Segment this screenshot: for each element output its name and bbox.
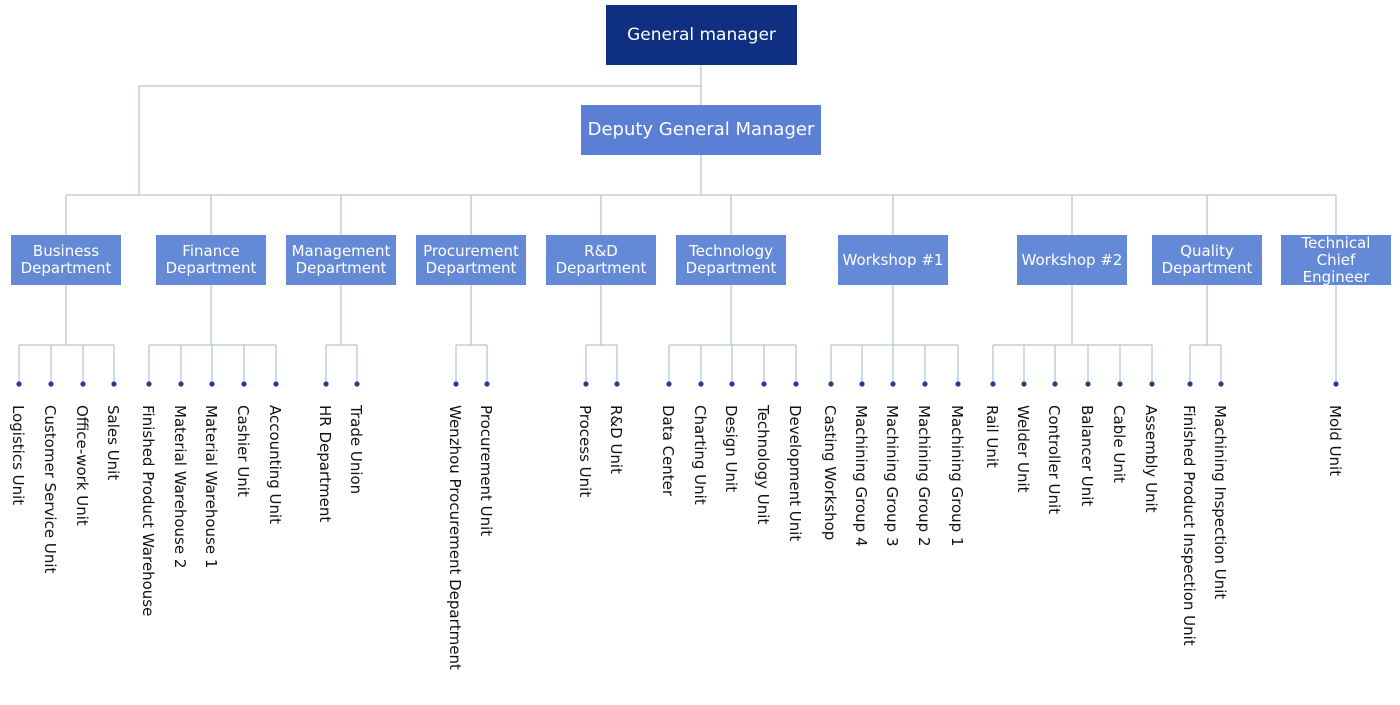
department-box-technology-department: Technology Department xyxy=(676,235,786,285)
unit-label: Rail Unit xyxy=(983,405,1001,468)
unit-dot xyxy=(146,381,152,387)
unit-dot xyxy=(1333,381,1339,387)
unit-dot xyxy=(698,381,704,387)
unit-label: Finished Product Warehouse xyxy=(139,405,157,617)
unit-dot xyxy=(1021,381,1027,387)
unit-dot xyxy=(922,381,928,387)
deputy-general-manager-box: Deputy General Manager xyxy=(581,105,821,155)
department-box-workshop-1: Workshop #1 xyxy=(838,235,948,285)
unit-dot xyxy=(828,381,834,387)
unit-label: Material Warehouse 1 xyxy=(202,405,220,569)
unit-dot xyxy=(1117,381,1123,387)
department-box-finance-department: Finance Department xyxy=(156,235,266,285)
unit-label: R&D Unit xyxy=(607,405,625,474)
department-box-quality-department: Quality Department xyxy=(1152,235,1262,285)
unit-dot xyxy=(583,381,589,387)
unit-label: Casting Workshop xyxy=(821,405,839,541)
unit-dot xyxy=(178,381,184,387)
unit-label: HR Department xyxy=(316,405,334,523)
unit-dot xyxy=(16,381,22,387)
unit-dot xyxy=(484,381,490,387)
unit-dot xyxy=(890,381,896,387)
unit-label: Wenzhou Procurement Department xyxy=(446,405,464,670)
unit-dot xyxy=(273,381,279,387)
unit-label: Machining Group 2 xyxy=(915,405,933,547)
unit-label: Machining Inspection Unit xyxy=(1211,405,1229,600)
unit-label: Data Center xyxy=(659,405,677,497)
unit-label: Accounting Unit xyxy=(266,405,284,525)
unit-label: Mold Unit xyxy=(1326,405,1344,477)
unit-label: Procurement Unit xyxy=(477,405,495,537)
unit-label: Logistics Unit xyxy=(9,405,27,506)
department-box-management-department: Management Department xyxy=(286,235,396,285)
unit-label: Office-work Unit xyxy=(73,405,91,526)
unit-dot xyxy=(859,381,865,387)
unit-label: Machining Group 4 xyxy=(852,405,870,547)
unit-label: Assembly Unit xyxy=(1142,405,1160,513)
unit-dot xyxy=(1052,381,1058,387)
unit-dot xyxy=(1187,381,1193,387)
department-box-workshop-2: Workshop #2 xyxy=(1017,235,1127,285)
unit-dot xyxy=(793,381,799,387)
unit-label: Development Unit xyxy=(786,405,804,542)
unit-label: Customer Service Unit xyxy=(41,405,59,574)
department-box-procurement-department: Procurement Department xyxy=(416,235,526,285)
unit-dot xyxy=(241,381,247,387)
unit-dot xyxy=(209,381,215,387)
unit-dot xyxy=(48,381,54,387)
unit-label: Material Warehouse 2 xyxy=(171,405,189,569)
unit-dot xyxy=(729,381,735,387)
unit-dot xyxy=(453,381,459,387)
unit-label: Controller Unit xyxy=(1045,405,1063,515)
unit-label: Machining Group 3 xyxy=(883,405,901,547)
unit-label: Cable Unit xyxy=(1110,405,1128,483)
unit-dot xyxy=(761,381,767,387)
unit-dot xyxy=(80,381,86,387)
unit-label: Welder Unit xyxy=(1014,405,1032,493)
unit-dot xyxy=(1149,381,1155,387)
department-box-business-department: Business Department xyxy=(11,235,121,285)
unit-label: Charting Unit xyxy=(691,405,709,505)
unit-dot xyxy=(990,381,996,387)
unit-dot xyxy=(1085,381,1091,387)
unit-label: Machining Group 1 xyxy=(948,405,966,547)
unit-dot xyxy=(614,381,620,387)
unit-label: Cashier Unit xyxy=(234,405,252,497)
department-box-r-d-department: R&D Department xyxy=(546,235,656,285)
unit-dot xyxy=(354,381,360,387)
unit-label: Design Unit xyxy=(722,405,740,493)
connector-lines xyxy=(16,65,1339,387)
unit-label: Balancer Unit xyxy=(1078,405,1096,507)
unit-dot xyxy=(323,381,329,387)
unit-label: Finished Product Inspection Unit xyxy=(1180,405,1198,646)
unit-dot xyxy=(955,381,961,387)
unit-label: Process Unit xyxy=(576,405,594,498)
general-manager-box: General manager xyxy=(606,5,797,65)
unit-dot xyxy=(666,381,672,387)
department-box-technical-chief-engineer: Technical Chief Engineer xyxy=(1281,234,1391,285)
unit-label: Technology Unit xyxy=(754,405,772,525)
unit-label: Trade Union xyxy=(347,405,365,495)
unit-dot xyxy=(1218,381,1224,387)
unit-dot xyxy=(111,381,117,387)
unit-label: Sales Unit xyxy=(104,405,122,481)
